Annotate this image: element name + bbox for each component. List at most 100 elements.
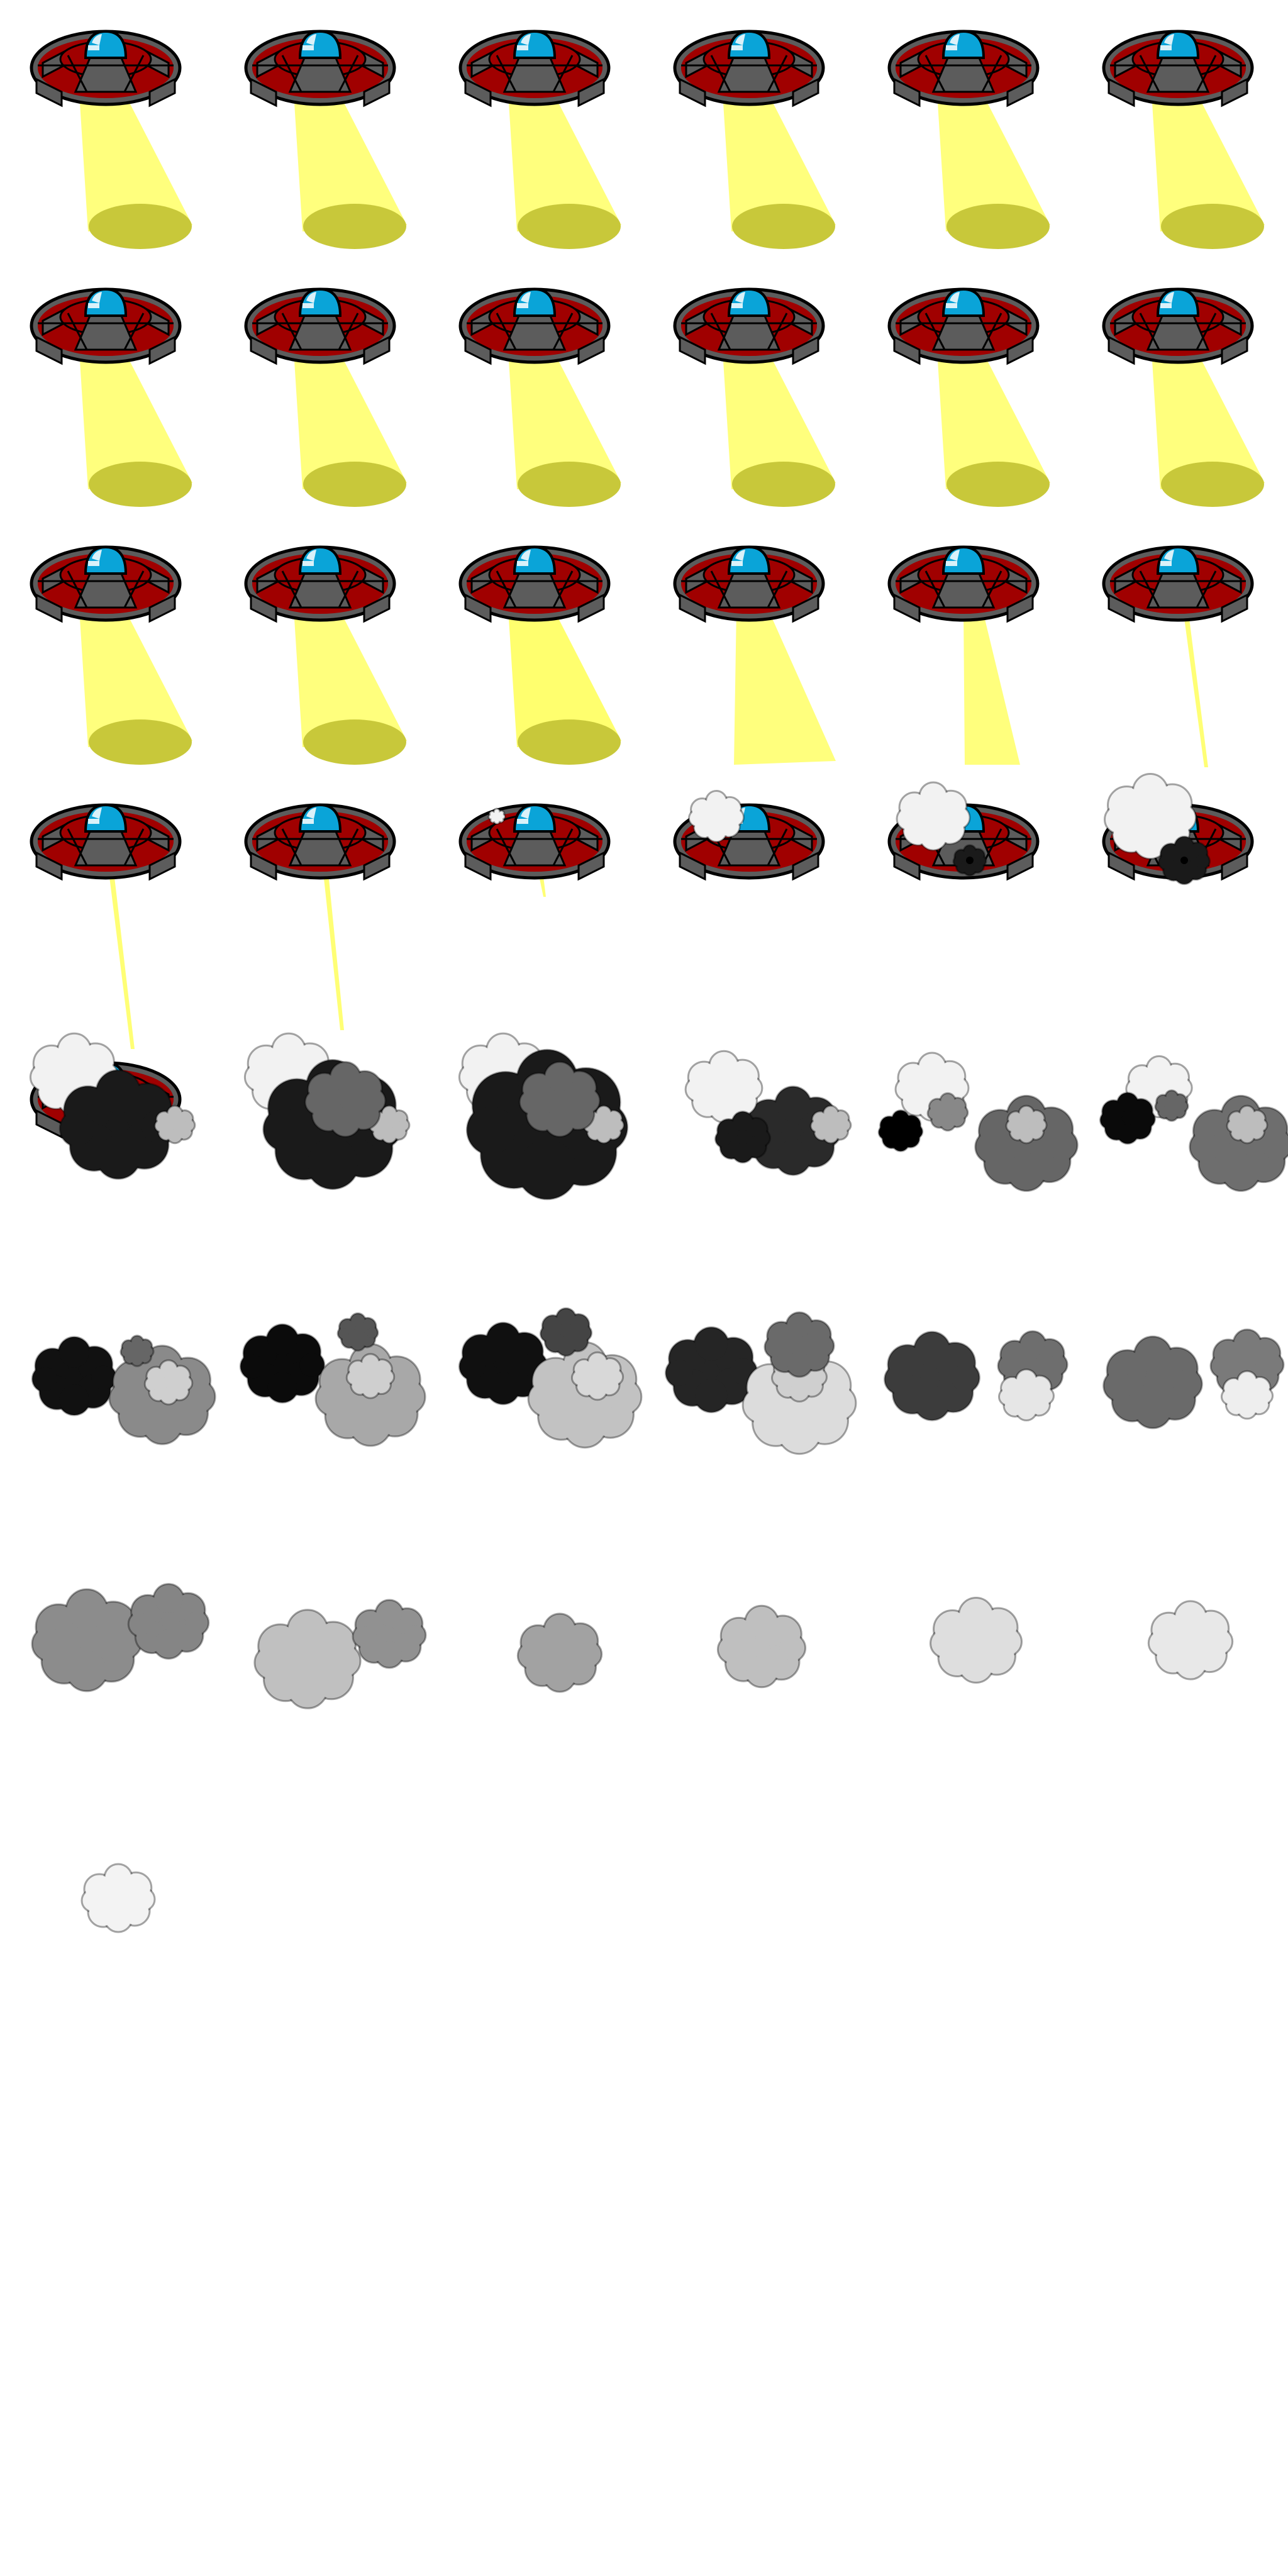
sprite-frame bbox=[1099, 1049, 1288, 1307]
smoke-cloud bbox=[1189, 1094, 1288, 1192]
tractor-beam bbox=[1152, 93, 1265, 231]
beam-pool bbox=[89, 204, 192, 249]
tractor-beam bbox=[294, 609, 407, 747]
ufo-saucer bbox=[458, 545, 611, 623]
beam-pool bbox=[89, 719, 192, 765]
sprite-frame bbox=[1102, 533, 1288, 791]
sprite-frame bbox=[30, 791, 245, 1049]
sprite-frame bbox=[673, 18, 888, 275]
scorch-mark bbox=[966, 857, 974, 864]
cockpit-dome bbox=[513, 287, 557, 317]
cockpit-dome bbox=[84, 803, 128, 833]
tractor-beam bbox=[963, 609, 1020, 765]
smoke-cloud bbox=[716, 1604, 807, 1689]
tractor-beam bbox=[723, 93, 836, 231]
sprite-frame bbox=[674, 1565, 888, 1823]
beam-pool bbox=[303, 204, 406, 249]
smoke-cloud bbox=[253, 1609, 362, 1709]
ufo-saucer bbox=[673, 30, 825, 108]
sprite-frame bbox=[30, 533, 245, 791]
sprite-frame bbox=[887, 781, 1102, 1049]
beam-pool bbox=[303, 462, 406, 507]
beam-pool bbox=[303, 719, 406, 765]
smoke-cloud bbox=[998, 1368, 1055, 1421]
smoke-puff bbox=[1104, 773, 1197, 860]
beam-pool bbox=[518, 204, 621, 249]
sprite-frame bbox=[887, 533, 1102, 791]
smoke-cloud bbox=[714, 1111, 771, 1163]
cockpit-dome bbox=[727, 287, 771, 317]
sprite-frame bbox=[244, 18, 459, 275]
smoke-cloud bbox=[368, 1104, 411, 1145]
sprite-frame bbox=[30, 1307, 245, 1565]
tractor-beam bbox=[1183, 609, 1208, 767]
beam-pool bbox=[947, 462, 1050, 507]
smoke-cloud bbox=[1099, 1092, 1156, 1145]
ufo-saucer bbox=[30, 545, 182, 623]
smoke-cloud bbox=[143, 1359, 194, 1406]
sprite-frame bbox=[884, 1307, 1102, 1565]
sprite-frame bbox=[1102, 1307, 1288, 1565]
sprite-frame bbox=[1102, 275, 1288, 533]
sprite-frame bbox=[244, 791, 459, 1049]
smoke-cloud bbox=[31, 1588, 143, 1692]
sprite-frame bbox=[459, 1565, 674, 1823]
beam-pool bbox=[947, 204, 1050, 249]
sprite-frame bbox=[458, 791, 674, 1049]
ufo-saucer bbox=[458, 803, 611, 881]
cockpit-dome bbox=[513, 545, 557, 575]
smoke-cloud bbox=[877, 1109, 924, 1152]
cockpit-dome bbox=[1156, 287, 1200, 317]
tractor-beam bbox=[937, 351, 1050, 489]
cockpit-dome bbox=[298, 30, 342, 59]
sprite-frame bbox=[1102, 773, 1288, 1049]
ufo-saucer bbox=[887, 287, 1040, 365]
cockpit-dome bbox=[1156, 30, 1200, 59]
sprite-frame bbox=[458, 18, 674, 275]
sprite-frame bbox=[30, 275, 245, 533]
smoke-cloud bbox=[1005, 1104, 1048, 1145]
cockpit-dome bbox=[1156, 545, 1200, 575]
smoke-cloud bbox=[763, 1311, 835, 1378]
smoke-cloud bbox=[809, 1104, 852, 1145]
smoke-cloud bbox=[345, 1353, 396, 1399]
cockpit-dome bbox=[84, 30, 128, 59]
sprite-frame bbox=[887, 275, 1102, 533]
sprite-frame bbox=[458, 1032, 674, 1307]
smoke-cloud bbox=[1102, 1335, 1203, 1430]
tractor-beam bbox=[108, 867, 135, 1049]
sprite-frame bbox=[673, 790, 888, 1049]
tractor-beam bbox=[323, 867, 344, 1030]
smoke-cloud bbox=[570, 1351, 625, 1401]
smoke-cloud bbox=[80, 1863, 156, 1933]
cockpit-dome bbox=[727, 30, 771, 59]
ufo-saucer bbox=[673, 287, 825, 365]
sprite-frame bbox=[674, 1049, 888, 1307]
smoke-cloud bbox=[1220, 1370, 1274, 1420]
beam-pool bbox=[518, 719, 621, 765]
smoke-cloud bbox=[31, 1336, 118, 1416]
ufo-saucer bbox=[673, 545, 825, 623]
ufo-saucer bbox=[244, 545, 396, 623]
sprite-frame bbox=[239, 1307, 459, 1565]
beam-pool bbox=[732, 462, 835, 507]
sprite-frame bbox=[30, 1823, 245, 2080]
beam-pool bbox=[1161, 204, 1264, 249]
sprite-frame bbox=[458, 275, 674, 533]
sprite-frame bbox=[665, 1307, 888, 1565]
tractor-beam bbox=[734, 609, 836, 765]
tractor-beam bbox=[723, 351, 836, 489]
ufo-saucer bbox=[458, 287, 611, 365]
sprite-frame bbox=[1102, 18, 1288, 275]
sprite-frame bbox=[877, 1049, 1102, 1307]
sprite-frame bbox=[244, 533, 459, 791]
tractor-beam bbox=[508, 351, 621, 489]
smoke-cloud bbox=[926, 1092, 969, 1132]
sprite-frame bbox=[458, 533, 674, 791]
ufo-saucer bbox=[244, 30, 396, 108]
cockpit-dome bbox=[513, 803, 557, 833]
smoke-cloud bbox=[1226, 1104, 1269, 1145]
smoke-cloud bbox=[1154, 1089, 1189, 1122]
ufo-saucer bbox=[30, 803, 182, 881]
ufo-saucer bbox=[244, 287, 396, 365]
